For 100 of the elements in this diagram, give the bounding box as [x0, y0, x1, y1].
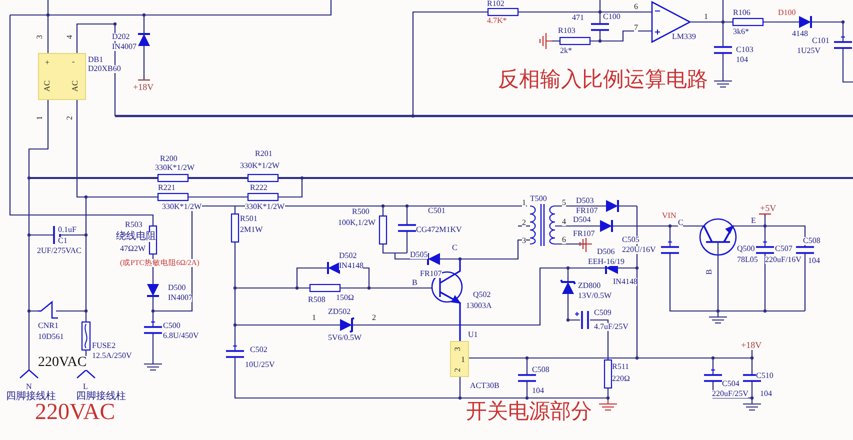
terminal-label: C	[678, 219, 684, 227]
terminal-label: C	[452, 244, 458, 252]
component-value: 220Ω	[612, 375, 630, 383]
component-designator: C103	[736, 46, 754, 54]
component-value: IN4148	[339, 262, 364, 270]
component-designator: DB1	[88, 56, 104, 64]
component-designator: C510	[756, 372, 774, 380]
component-value: 2k*	[560, 47, 572, 55]
pin-marking: 3	[454, 347, 462, 351]
component-designator: C505	[622, 236, 640, 244]
component-designator: D504	[573, 216, 591, 224]
component-value: 4.7K*	[487, 17, 507, 25]
section-title: 开关电源部分	[466, 401, 592, 422]
component-value: 47Ω2W	[120, 245, 146, 253]
component-value: 10U/25V	[245, 361, 275, 369]
component-value: 1U25V	[797, 47, 821, 55]
component-designator: 0.1uF	[58, 226, 76, 234]
component-designator: D505	[410, 251, 428, 259]
terminal-label: L	[83, 383, 88, 391]
component-designator: C502	[250, 346, 268, 354]
pin-marking: +	[45, 59, 50, 67]
ic-body	[450, 341, 469, 377]
component-designator: D502	[339, 252, 357, 260]
pin-number: 2	[66, 116, 74, 120]
component-value: 2M1W	[240, 226, 263, 234]
component-designator: C1	[58, 237, 68, 245]
component-value: 104	[736, 56, 748, 64]
pin-number: 2	[372, 314, 376, 322]
component-value: 330K*1/2W	[240, 162, 280, 170]
component-value: 104	[532, 387, 544, 395]
component-value: 5V6/0.5W	[328, 334, 362, 342]
component-value: FR107	[576, 207, 598, 215]
component-designator: Q502	[473, 291, 491, 299]
pin-number: 4	[66, 35, 74, 39]
component-designator: R508	[308, 296, 326, 304]
component-value: ACT30B	[470, 382, 500, 390]
component-designator: T500	[530, 195, 547, 203]
component-designator: D506	[597, 248, 615, 256]
component-value: FR107	[573, 230, 595, 238]
pin-number: 1	[36, 116, 44, 120]
component-value: 四脚接线柱	[6, 392, 56, 402]
component-value: 78L05	[737, 256, 758, 264]
bridge-rectifier-body	[38, 53, 86, 100]
component-value: 104	[760, 390, 772, 398]
component-value: 4.7uF/25V	[594, 323, 628, 331]
component-value: 2UF/275VAC	[37, 247, 82, 255]
pin-number: 6	[634, 3, 638, 11]
component-value: 330K*1/2W	[245, 203, 285, 211]
component-designator: C507	[775, 245, 792, 253]
component-designator: R200	[160, 155, 178, 163]
component-value: 6.8U/450V	[163, 332, 199, 340]
component-designator: R501	[240, 215, 258, 223]
component-value: 330K*1/2W	[162, 203, 202, 211]
component-designator: D202	[112, 33, 130, 41]
net-label: +5V	[760, 204, 776, 213]
component-value: 220U/16V	[622, 246, 656, 254]
net-label: +18V	[741, 341, 762, 350]
component-designator: D500	[168, 284, 186, 292]
pin-number: 1	[312, 314, 316, 322]
component-value: 13003A	[466, 302, 492, 310]
component-value: 330K*1/2W	[155, 164, 195, 172]
component-designator: C508	[803, 237, 820, 245]
pin-number: 1	[522, 199, 526, 207]
component-value: 绕线电阻	[116, 232, 156, 242]
component-designator: C504	[722, 380, 740, 388]
component-designator: R222	[250, 184, 268, 192]
component-value: 150Ω	[336, 294, 354, 302]
component-designator: C509	[594, 309, 612, 317]
component-designator: R103	[558, 27, 576, 35]
pin-marking: 2	[454, 368, 462, 372]
component-designator: LM339	[672, 33, 696, 41]
pin-number: 4	[562, 218, 566, 226]
component-designator: R106	[733, 9, 750, 17]
component-value: 100K,1/2W	[338, 219, 376, 227]
component-designator: U1	[468, 331, 478, 339]
component-designator: D503	[576, 197, 594, 205]
terminal-label: B	[706, 269, 714, 275]
component-value: EEH-16/19	[588, 258, 624, 266]
net-label: VIN	[662, 212, 676, 220]
pin-number: 2	[522, 219, 526, 227]
pin-marking: AC	[44, 80, 52, 92]
voltage-label: 220VAC	[38, 356, 87, 370]
component-value: 3k6*	[733, 28, 749, 36]
component-designator: D100	[778, 9, 796, 17]
component-value: 13V/0.5W	[578, 292, 612, 300]
component-value: IN4007	[112, 43, 136, 51]
component-designator: R503	[125, 221, 142, 229]
terminal-label: B	[412, 279, 418, 287]
component-designator: R511	[612, 363, 630, 371]
component-designator: R500	[352, 208, 370, 216]
pin-number: 1	[704, 13, 708, 21]
section-title: 反相输入比例运算电路	[498, 69, 708, 90]
pin-number: 5	[562, 199, 566, 207]
component-designator: ZD502	[328, 308, 351, 316]
pin-marking: AC	[72, 80, 80, 92]
component-designator: Q500	[737, 245, 755, 253]
pin-number: 3	[36, 35, 44, 39]
component-designator: R201	[255, 150, 272, 158]
component-value: 220uF/16V	[765, 256, 802, 264]
component-designator: R221	[158, 184, 176, 192]
